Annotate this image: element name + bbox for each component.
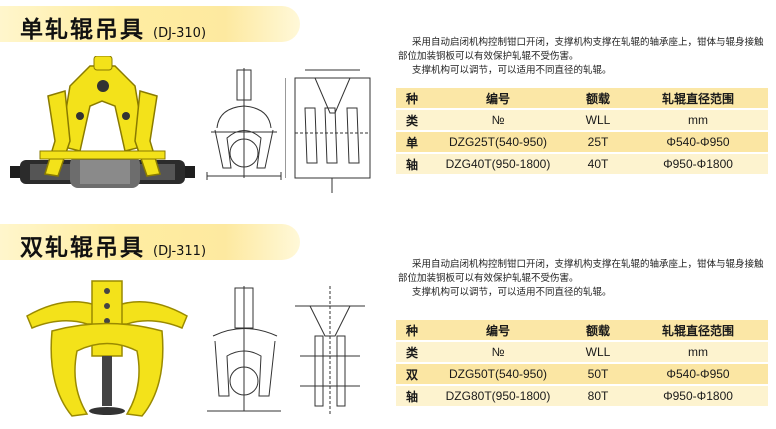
cell-load: 80T <box>568 386 628 406</box>
header-load: WLL <box>568 110 628 130</box>
header-diameter: 轧辊直径范围 <box>628 320 768 340</box>
section-title-band: 单轧辊吊具 (DJ-310) <box>0 6 300 44</box>
cell-load: 40T <box>568 154 628 174</box>
double-roll-lifter-photo <box>26 280 188 417</box>
side-view-drawing <box>285 69 371 193</box>
cell-type: 单 <box>396 132 428 152</box>
front-view-drawing <box>206 68 282 180</box>
model-code: (DJ-311) <box>153 244 207 259</box>
header-model: 编号 <box>428 320 568 340</box>
cell-model: DZG40T(950-1800) <box>428 154 568 174</box>
cell-load: 50T <box>568 364 628 384</box>
header-load: WLL <box>568 342 628 362</box>
header-type: 类 <box>396 342 428 362</box>
cell-diameter: Φ950-Φ1800 <box>628 154 768 174</box>
cell-diameter: Φ540-Φ950 <box>628 364 768 384</box>
table-header-row: 种 编号 额载 轧辊直径范围 <box>396 320 768 340</box>
header-model: № <box>428 342 568 362</box>
description-paragraph: 采用自动启闭机构控制钳口开闭，支撑机构支撑在轧辊的轴承座上，钳体与辊身接触部位加… <box>398 259 764 284</box>
cell-load: 25T <box>568 132 628 152</box>
cell-model: DZG80T(950-1800) <box>428 386 568 406</box>
table-row: 轴 DZG40T(950-1800) 40T Φ950-Φ1800 <box>396 154 768 174</box>
section-title: 双轧辊吊具 (DJ-311) <box>20 228 206 262</box>
model-code: (DJ-310) <box>153 26 207 41</box>
table-row: 双 DZG50T(540-950) 50T Φ540-Φ950 <box>396 364 768 384</box>
section-title: 单轧辊吊具 (DJ-310) <box>20 10 206 44</box>
header-load: 额载 <box>568 88 628 108</box>
header-model: № <box>428 110 568 130</box>
cell-type: 轴 <box>396 154 428 174</box>
description-paragraph: 支撑机构可以调节，可以适用不同直径的轧辊。 <box>412 65 612 76</box>
header-load: 额载 <box>568 320 628 340</box>
description: 采用自动启闭机构控制钳口开闭，支撑机构支撑在轧辊的轴承座上，钳体与辊身接触部位加… <box>398 258 770 300</box>
front-view-drawing <box>207 286 281 412</box>
cell-diameter: Φ540-Φ950 <box>628 132 768 152</box>
header-diameter: 轧辊直径范围 <box>628 88 768 108</box>
cell-model: DZG50T(540-950) <box>428 364 568 384</box>
section-title-band: 双轧辊吊具 (DJ-311) <box>0 224 300 262</box>
table-header-row: 类 № WLL mm <box>396 110 768 130</box>
spec-table: 种 编号 额载 轧辊直径范围 类 № WLL mm 双 DZG50T(540-9… <box>396 318 768 408</box>
description-paragraph: 支撑机构可以调节，可以适用不同直径的轧辊。 <box>412 287 612 298</box>
table-header-row: 类 № WLL mm <box>396 342 768 362</box>
table-row: 单 DZG25T(540-950) 25T Φ540-Φ950 <box>396 132 768 152</box>
cell-type: 双 <box>396 364 428 384</box>
description: 采用自动启闭机构控制钳口开闭，支撑机构支撑在轧辊的轴承座上，钳体与辊身接触部位加… <box>398 36 770 78</box>
cell-type: 轴 <box>396 386 428 406</box>
header-type: 类 <box>396 110 428 130</box>
description-paragraph: 采用自动启闭机构控制钳口开闭，支撑机构支撑在轧辊的轴承座上，钳体与辊身接触部位加… <box>398 37 764 62</box>
table-row: 轴 DZG80T(950-1800) 80T Φ950-Φ1800 <box>396 386 768 406</box>
cell-diameter: Φ950-Φ1800 <box>628 386 768 406</box>
section-double-roll-lifter: 双轧辊吊具 (DJ-311) <box>0 216 776 429</box>
section-single-roll-lifter: 单轧辊吊具 (DJ-310) <box>0 0 776 210</box>
side-view-drawing <box>295 286 365 416</box>
title-text: 双轧辊吊具 <box>20 235 145 261</box>
header-diameter: mm <box>628 110 768 130</box>
header-model: 编号 <box>428 88 568 108</box>
header-type: 种 <box>396 320 428 340</box>
cell-model: DZG25T(540-950) <box>428 132 568 152</box>
table-header-row: 种 编号 额载 轧辊直径范围 <box>396 88 768 108</box>
header-type: 种 <box>396 88 428 108</box>
spec-table: 种 编号 额载 轧辊直径范围 类 № WLL mm 单 DZG25T(540-9… <box>396 86 768 176</box>
header-diameter: mm <box>628 342 768 362</box>
title-text: 单轧辊吊具 <box>20 17 145 43</box>
single-roll-lifter-photo <box>10 56 195 188</box>
